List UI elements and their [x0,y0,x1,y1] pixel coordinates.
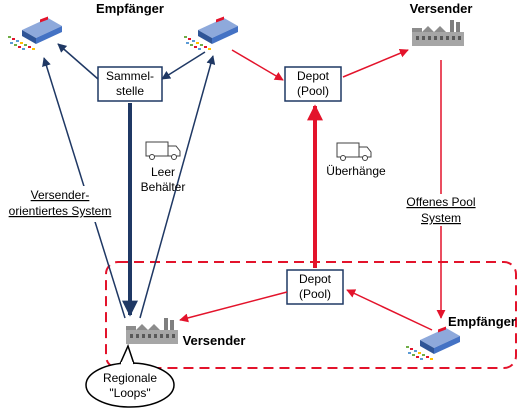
ueberhaenge-label: Überhänge [326,164,386,178]
bubble-tail-mask [121,362,133,366]
regional-loops-region [105,261,517,369]
empfaenger-bottom-label: Empfänger [448,314,516,329]
depot-top-label-line1: Depot [297,69,330,83]
depot-bottom-label-line1: Depot [299,272,332,286]
depot-bottom-label-line2: (Pool) [299,287,331,301]
arrow-depot-to-versender-bottom [179,291,288,323]
factory-icon [126,318,178,344]
regionale-label-line1: Regionale [103,371,157,385]
warehouse-icon [8,16,62,50]
sammelstelle-label-line2: stelle [116,84,144,98]
sammelstelle-box [97,66,163,102]
arrow-sammelstelle-to-empfaenger-left [57,43,99,80]
versender-system-label-bg [0,186,116,222]
factory-icon [412,20,464,46]
arrow-depot-to-versender [342,48,409,78]
offenes-pool-label-line1: Offenes Pool [406,195,475,209]
offenes-pool-label-bg [398,194,486,226]
empfaenger-top-label: Empfänger [96,1,164,16]
arrow-empfaenger-to-sammelstelle [161,51,206,80]
leer-label-line2: Behälter [141,180,186,194]
arrow-versender-to-empfaenger [139,55,216,319]
versender-system-label-line1: Versender- [31,188,90,202]
depot-top-label-line2: (Pool) [297,84,329,98]
warehouse-icon [406,326,460,360]
offenes-pool-label-line2: System [421,211,461,225]
versender-system-label-line2: orientiertes System [9,204,112,218]
truck-icon [145,141,181,160]
versender-bottom-label: Versender [183,333,246,348]
regionale-label-line2: "Loops" [109,386,150,400]
versender-top-label: Versender [410,1,473,16]
leer-label-line1: Leer [151,165,175,179]
truck-icon [336,142,372,161]
depot-top-box [284,66,342,102]
arrow-empfaenger-to-depot-bottom [346,289,433,331]
arrow-empfaenger-to-depot [231,49,284,81]
bubble-tail [119,343,135,365]
depot-bottom-box [286,269,344,305]
warehouse-icon [184,16,238,50]
regionale-loops-bubble [85,362,175,408]
sammelstelle-label-line1: Sammel- [106,69,154,83]
